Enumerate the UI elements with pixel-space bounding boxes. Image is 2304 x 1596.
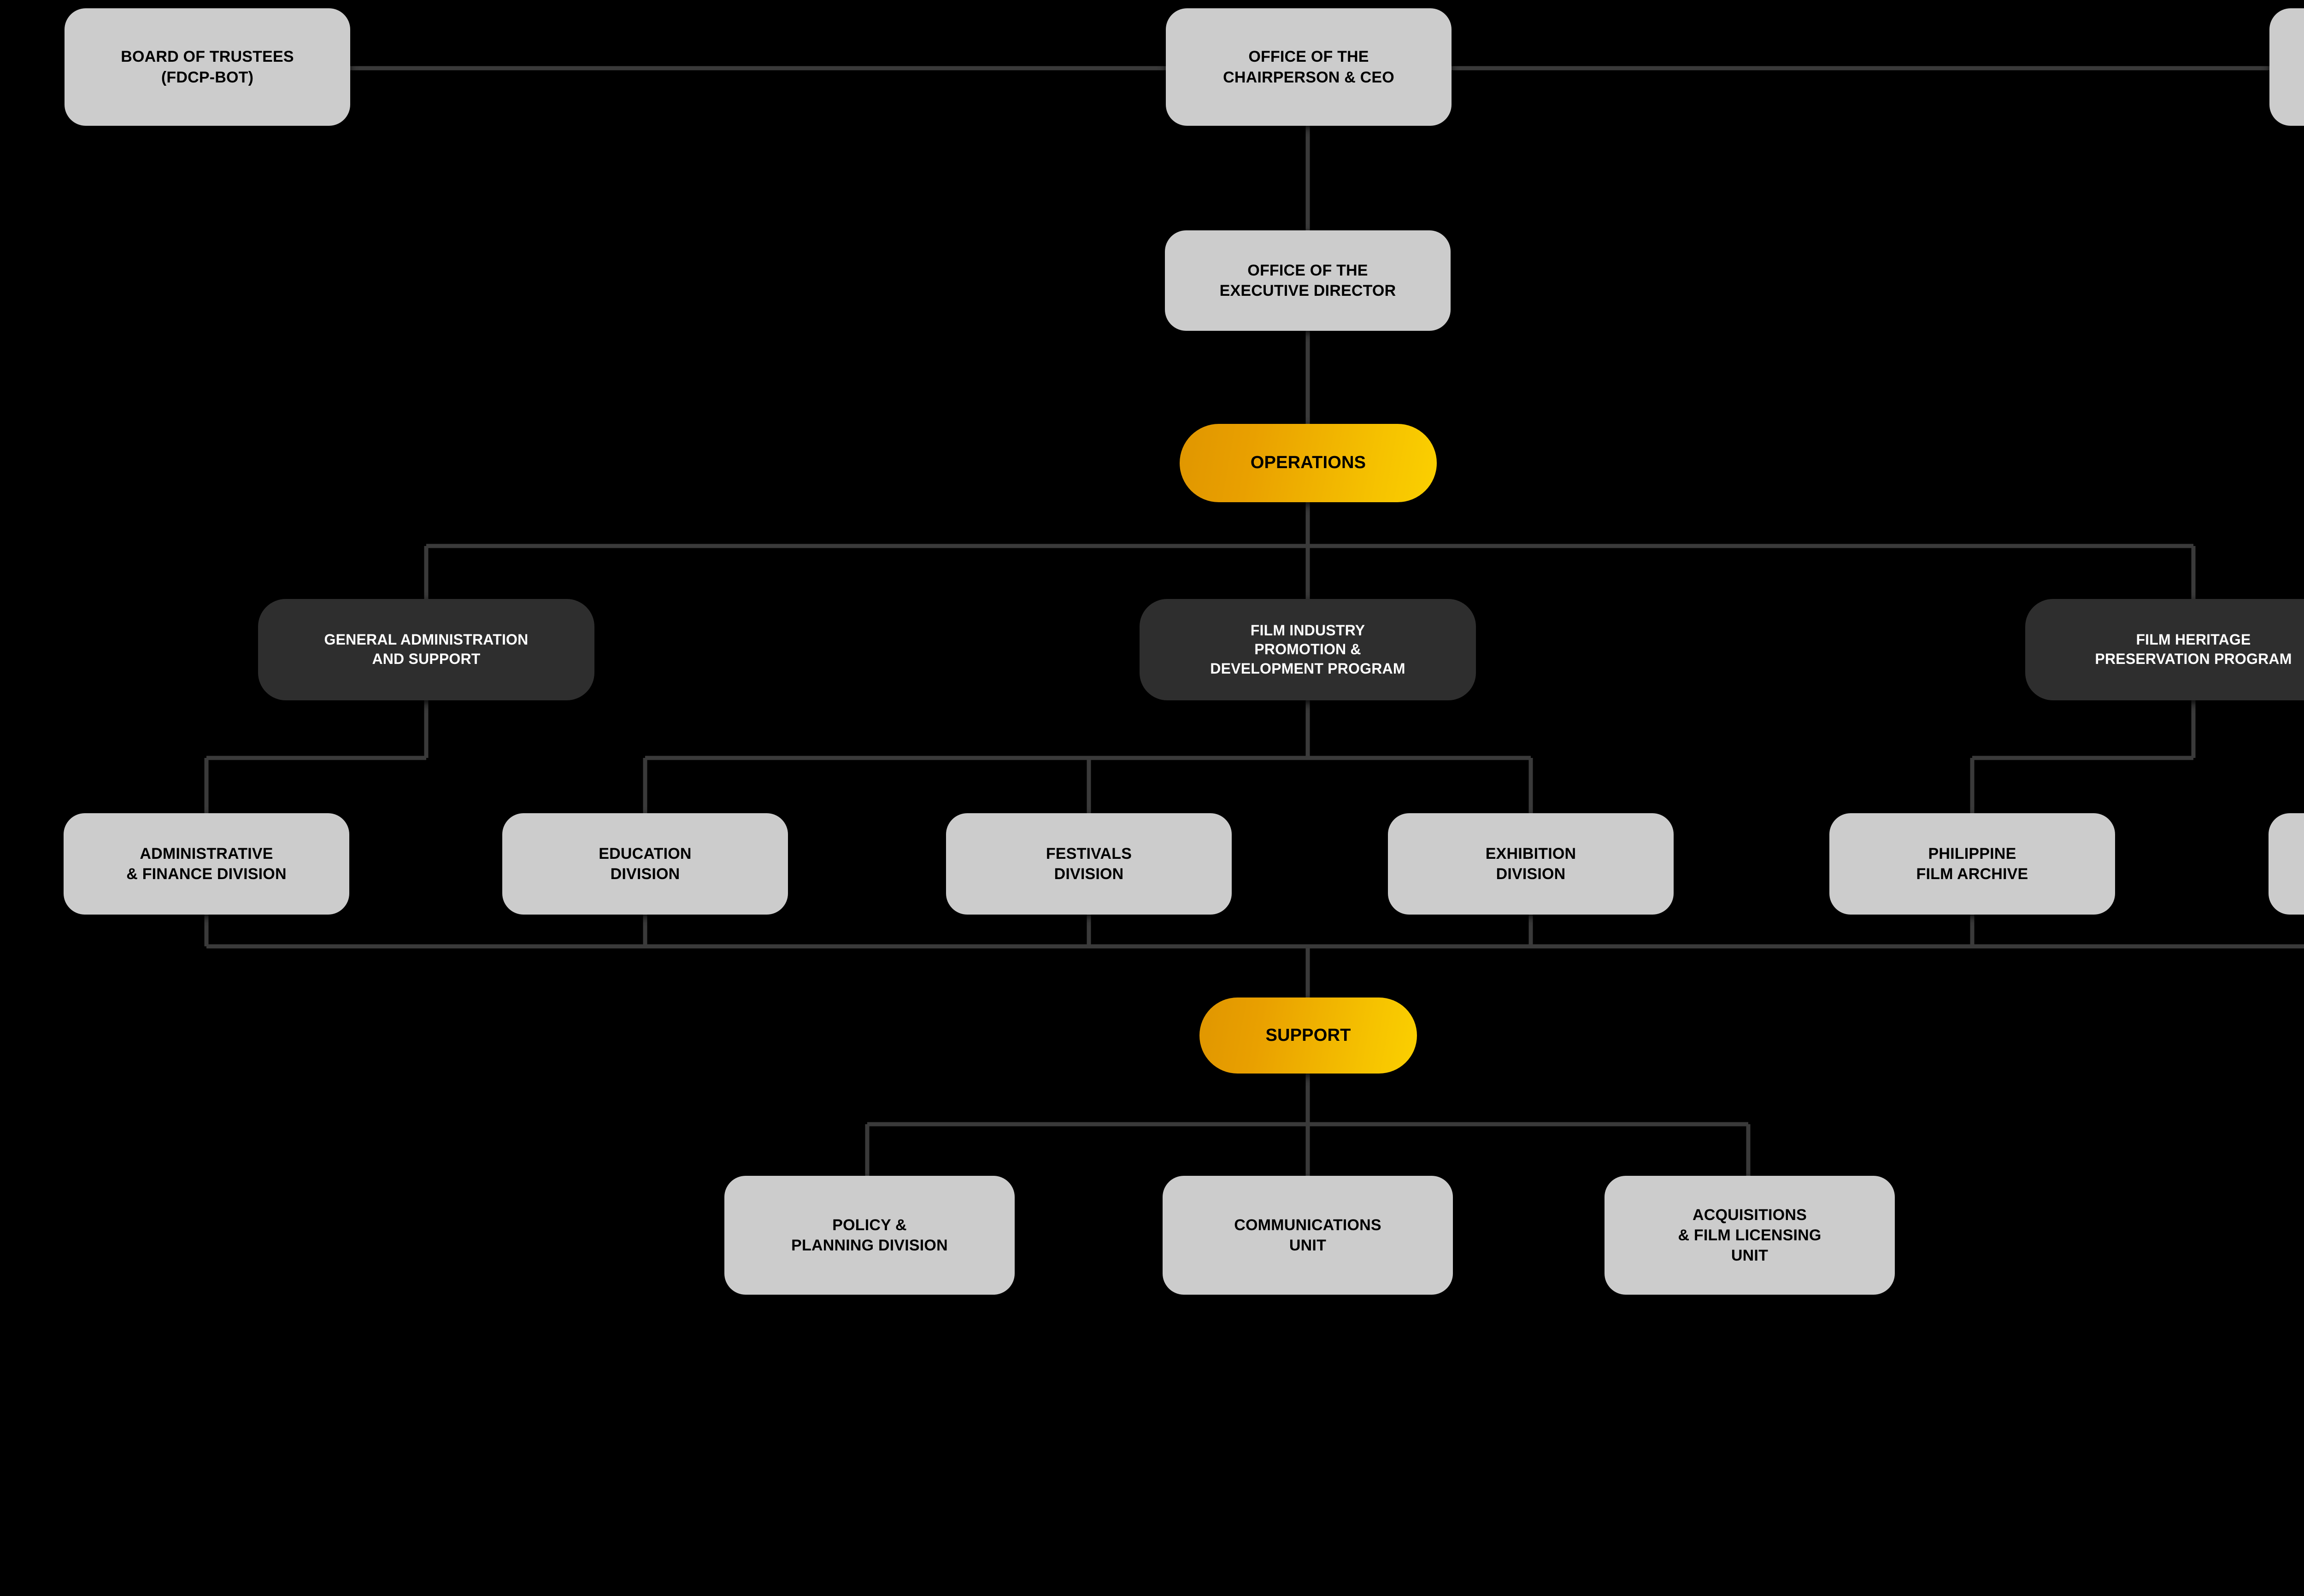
film-heritage-line-2: PRESERVATION PROGRAM (2095, 651, 2292, 667)
philippine-film-archive-line-2: FILM ARCHIVE (1916, 865, 2028, 883)
node-festivals-division[interactable]: FESTIVALS DIVISION (946, 813, 1232, 915)
office-of-chairperson-ceo-line-1: OFFICE OF THE (1248, 48, 1369, 66)
node-communications-unit[interactable]: COMMUNICATIONS UNIT (1163, 1176, 1453, 1295)
node-filmphilippines-office[interactable]: FILMPHILIPPINES OFFICE (2269, 813, 2304, 915)
node-philippine-film-export-services-office[interactable]: PHILIPPINE FILM EXPORT SERVICES OFFICE (2269, 8, 2304, 126)
film-industry-line-1: FILM INDUSTRY (1250, 622, 1365, 639)
node-policy-and-planning-division[interactable]: POLICY & PLANNING DIVISION (724, 1176, 1015, 1295)
exhibition-division-line-1: EXHIBITION (1485, 845, 1576, 863)
policy-planning-line-1: POLICY & (832, 1216, 907, 1234)
film-industry-line-3: DEVELOPMENT PROGRAM (1210, 660, 1405, 677)
office-of-executive-director-line-2: EXECUTIVE DIRECTOR (1219, 282, 1396, 299)
node-office-of-executive-director[interactable]: OFFICE OF THE EXECUTIVE DIRECTOR (1165, 230, 1451, 331)
support-label: SUPPORT (1265, 1025, 1351, 1045)
admin-finance-line-1: ADMINISTRATIVE (140, 845, 273, 863)
communications-unit-line-1: COMMUNICATIONS (1234, 1216, 1381, 1234)
office-of-executive-director-line-1: OFFICE OF THE (1247, 261, 1368, 279)
node-exhibition-division[interactable]: EXHIBITION DIVISION (1388, 813, 1674, 915)
exhibition-division-line-2: DIVISION (1496, 865, 1566, 883)
node-administrative-and-finance-division[interactable]: ADMINISTRATIVE & FINANCE DIVISION (64, 813, 349, 915)
gen-admin-line-1: GENERAL ADMINISTRATION (324, 631, 529, 648)
node-general-administration-and-support[interactable]: GENERAL ADMINISTRATION AND SUPPORT (258, 599, 594, 700)
festivals-division-line-2: DIVISION (1054, 865, 1124, 883)
node-office-of-chairperson-ceo[interactable]: OFFICE OF THE CHAIRPERSON & CEO (1166, 8, 1452, 126)
film-heritage-line-1: FILM HERITAGE (2136, 631, 2251, 648)
node-operations[interactable]: OPERATIONS (1180, 424, 1437, 502)
acquisitions-line-1: ACQUISITIONS (1693, 1206, 1807, 1224)
communications-unit-line-2: UNIT (1289, 1237, 1327, 1254)
policy-planning-line-2: PLANNING DIVISION (791, 1237, 948, 1254)
node-acquisitions-and-film-licensing-unit[interactable]: ACQUISITIONS & FILM LICENSING UNIT (1605, 1176, 1895, 1295)
node-board-of-trustees[interactable]: BOARD OF TRUSTEES (FDCP-BOT) (65, 8, 350, 126)
admin-finance-line-2: & FINANCE DIVISION (126, 865, 287, 883)
philippine-film-archive-line-1: PHILIPPINE (1928, 845, 2016, 863)
office-of-chairperson-ceo-line-2: CHAIRPERSON & CEO (1223, 68, 1394, 86)
acquisitions-line-3: UNIT (1731, 1247, 1769, 1265)
festivals-division-line-1: FESTIVALS (1046, 845, 1132, 863)
node-support[interactable]: SUPPORT (1199, 998, 1417, 1074)
board-of-trustees-line-1: BOARD OF TRUSTEES (121, 48, 294, 66)
education-division-line-2: DIVISION (610, 865, 680, 883)
node-education-division[interactable]: EDUCATION DIVISION (502, 813, 788, 915)
operations-label: OPERATIONS (1250, 453, 1366, 473)
film-industry-line-2: PROMOTION & (1254, 641, 1361, 658)
acquisitions-line-2: & FILM LICENSING (1678, 1226, 1822, 1244)
gen-admin-line-2: AND SUPPORT (372, 651, 481, 667)
node-film-industry-promotion-and-development-program[interactable]: FILM INDUSTRY PROMOTION & DEVELOPMENT PR… (1140, 599, 1476, 700)
board-of-trustees-line-2: (FDCP-BOT) (161, 68, 254, 86)
education-division-line-1: EDUCATION (599, 845, 692, 863)
node-film-heritage-preservation-program[interactable]: FILM HERITAGE PRESERVATION PROGRAM (2025, 599, 2304, 700)
node-philippine-film-archive[interactable]: PHILIPPINE FILM ARCHIVE (1829, 813, 2115, 915)
